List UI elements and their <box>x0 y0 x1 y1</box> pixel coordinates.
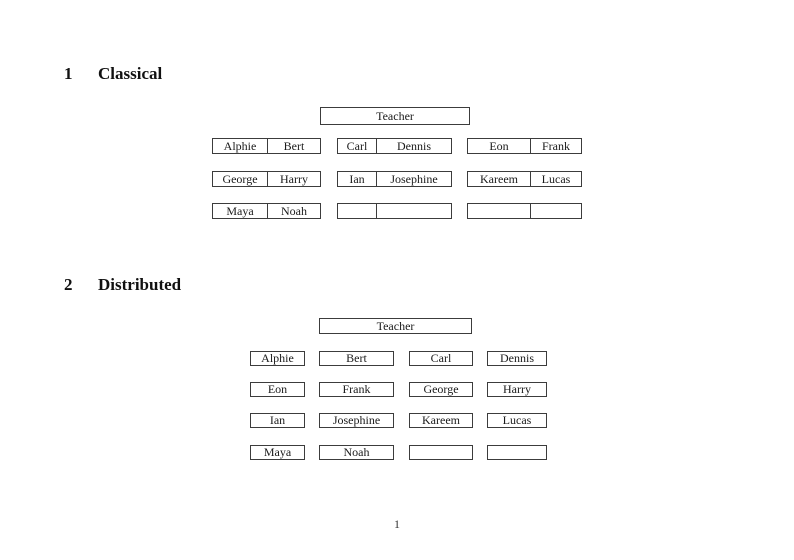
student-box: George <box>409 382 473 397</box>
desk: Eon Frank <box>467 138 582 154</box>
section-title: Distributed <box>98 275 182 294</box>
desk-seat: Eon <box>468 139 531 153</box>
desk: Kareem Lucas <box>467 171 582 187</box>
student-box-empty <box>409 445 473 460</box>
page-number: 1 <box>394 517 400 531</box>
desk-seat: Lucas <box>541 171 571 186</box>
desk: Ian Josephine <box>337 171 452 187</box>
desk-seat: Kareem <box>468 172 531 186</box>
desk-seat <box>338 204 377 218</box>
desk-seat: Noah <box>281 203 307 218</box>
student-box: Frank <box>319 382 394 397</box>
student-box: Eon <box>250 382 305 397</box>
student-box: Dennis <box>487 351 547 366</box>
desk-seat <box>468 204 531 218</box>
desk-seat: Dennis <box>397 138 431 153</box>
desk-seat: Ian <box>338 172 377 186</box>
student-box: Kareem <box>409 413 473 428</box>
desk: Maya Noah <box>212 203 321 219</box>
student-box: Josephine <box>319 413 394 428</box>
desk-seat: Maya <box>213 204 268 218</box>
teacher-box: Teacher <box>320 107 470 125</box>
desk-seat: Carl <box>338 139 377 153</box>
desk-seat: Alphie <box>213 139 268 153</box>
desk-seat: Bert <box>283 138 305 153</box>
section-heading-distributed: 2 Distributed <box>64 275 181 295</box>
student-box: Noah <box>319 445 394 460</box>
section-number: 1 <box>64 64 73 83</box>
desk-seat <box>531 204 581 218</box>
desk-seat <box>377 204 451 218</box>
desk: Carl Dennis <box>337 138 452 154</box>
student-box: Lucas <box>487 413 547 428</box>
desk-seat: Harry <box>280 171 308 186</box>
desk-seat: Josephine <box>390 171 438 186</box>
section-heading-classical: 1 Classical <box>64 64 162 84</box>
desk-seat: George <box>213 172 268 186</box>
teacher-box: Teacher <box>319 318 472 334</box>
desk-empty <box>337 203 452 219</box>
student-box: Alphie <box>250 351 305 366</box>
student-box: Harry <box>487 382 547 397</box>
student-box: Bert <box>319 351 394 366</box>
desk: Alphie Bert <box>212 138 321 154</box>
desk: George Harry <box>212 171 321 187</box>
desk-seat: Frank <box>542 138 570 153</box>
section-number: 2 <box>64 275 73 294</box>
section-title: Classical <box>98 64 163 83</box>
student-box-empty <box>487 445 547 460</box>
desk-empty <box>467 203 582 219</box>
student-box: Ian <box>250 413 305 428</box>
student-box: Maya <box>250 445 305 460</box>
student-box: Carl <box>409 351 473 366</box>
